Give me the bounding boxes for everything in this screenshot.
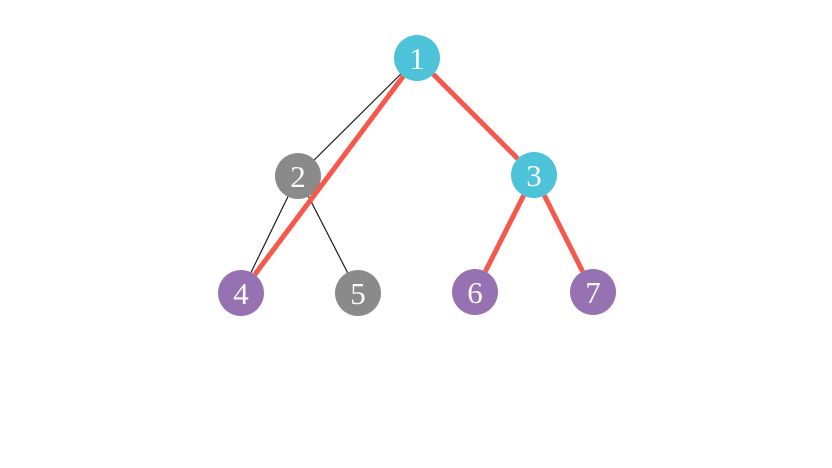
node-3-circle — [511, 152, 557, 198]
node-3-label: 3 — [526, 158, 542, 193]
node-4: 4 — [218, 270, 264, 316]
node-5-circle — [335, 270, 381, 316]
node-5-label: 5 — [350, 276, 366, 311]
nodes-layer: 1 2 3 4 5 6 7 — [218, 35, 616, 316]
edge-1-4 — [252, 74, 406, 277]
node-3: 3 — [511, 152, 557, 198]
edge-1-3 — [431, 72, 520, 161]
node-6-label: 6 — [467, 275, 483, 310]
node-2-circle — [275, 153, 321, 199]
node-1-circle — [394, 35, 440, 81]
node-2-label: 2 — [290, 159, 306, 194]
edge-3-6 — [483, 194, 526, 273]
node-4-circle — [218, 270, 264, 316]
node-5: 5 — [335, 270, 381, 316]
node-2: 2 — [275, 153, 321, 199]
node-1-label: 1 — [409, 41, 425, 76]
node-1: 1 — [394, 35, 440, 81]
node-6: 6 — [452, 269, 498, 315]
node-6-circle — [452, 269, 498, 315]
edge-3-7 — [542, 194, 585, 273]
node-7: 7 — [570, 269, 616, 315]
edge-1-2 — [297, 57, 418, 177]
node-7-label: 7 — [585, 275, 601, 310]
edges-highlighted-layer — [252, 72, 585, 277]
node-4-label: 4 — [233, 276, 249, 311]
node-7-circle — [570, 269, 616, 315]
